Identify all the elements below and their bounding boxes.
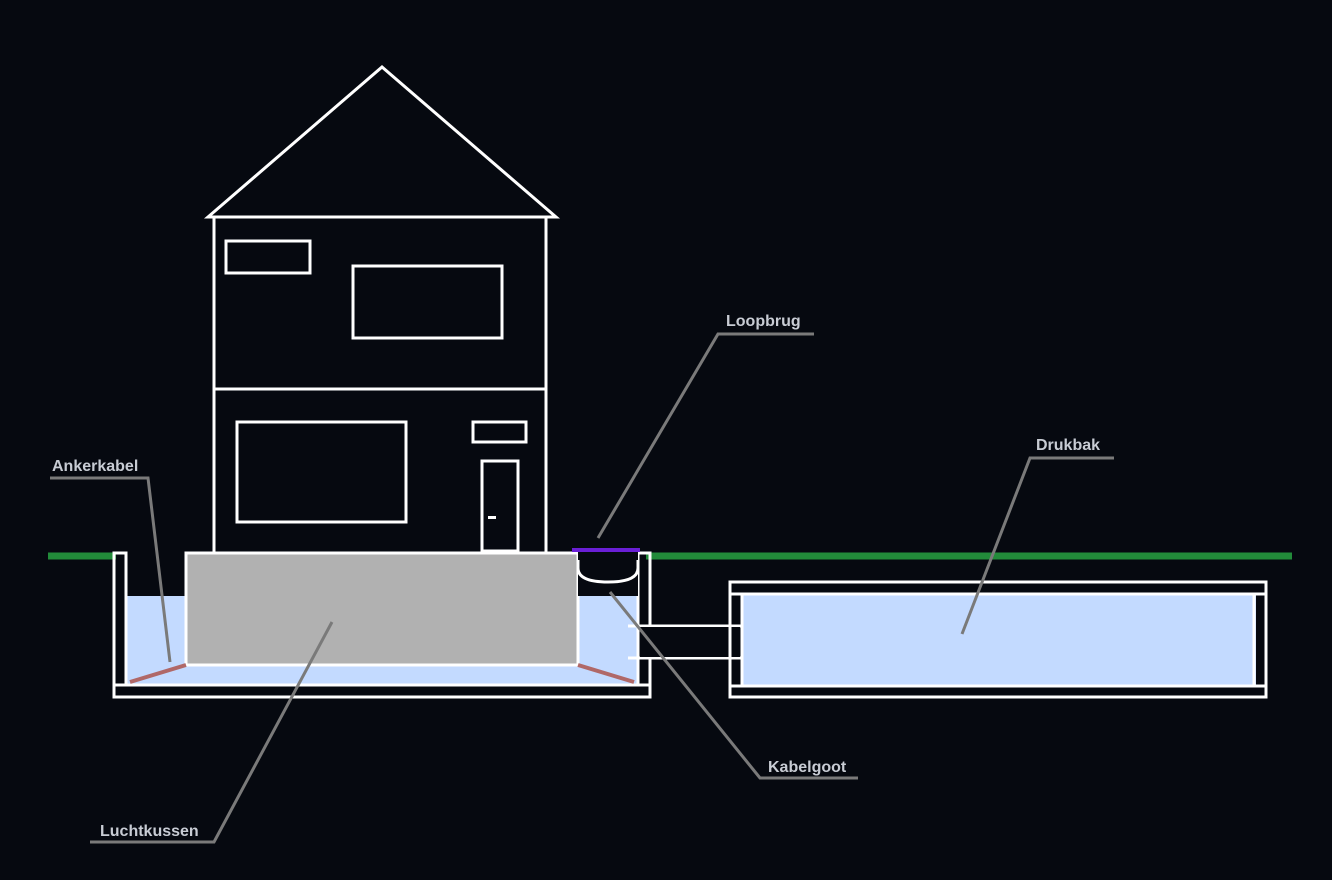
air-cushion-block xyxy=(184,551,580,667)
connecting-pipe xyxy=(628,624,752,660)
house xyxy=(203,65,561,555)
house-body xyxy=(212,215,548,555)
label-loopbrug: Loopbrug xyxy=(726,313,801,330)
house-door-handle xyxy=(488,516,496,519)
callout-loopbrug: Loopbrug xyxy=(596,313,814,539)
anchor-cable-left xyxy=(129,663,187,684)
cable-gutter xyxy=(576,560,640,584)
callout-drukbak: Drukbak xyxy=(960,437,1114,635)
pressure-tank-walls xyxy=(728,580,1268,699)
house-window-upper-large xyxy=(351,264,504,340)
label-drukbak: Drukbak xyxy=(1036,437,1100,454)
callout-ankerkabel: Ankerkabel xyxy=(50,458,172,663)
house-roof xyxy=(203,65,561,219)
callout-luchtkussen: Luchtkussen xyxy=(90,621,334,844)
anchor-cable-right xyxy=(577,663,635,684)
callout-kabelgoot: Kabelgoot xyxy=(608,591,858,780)
label-luchtkussen: Luchtkussen xyxy=(100,823,199,840)
label-ankerkabel: Ankerkabel xyxy=(52,458,138,475)
house-window-upper-small xyxy=(224,239,312,275)
label-kabelgoot: Kabelgoot xyxy=(768,759,847,776)
house-door xyxy=(480,459,520,553)
house-window-lower-large xyxy=(235,420,408,524)
house-window-lower-small xyxy=(471,420,528,444)
pressure-tank-water xyxy=(742,594,1256,686)
